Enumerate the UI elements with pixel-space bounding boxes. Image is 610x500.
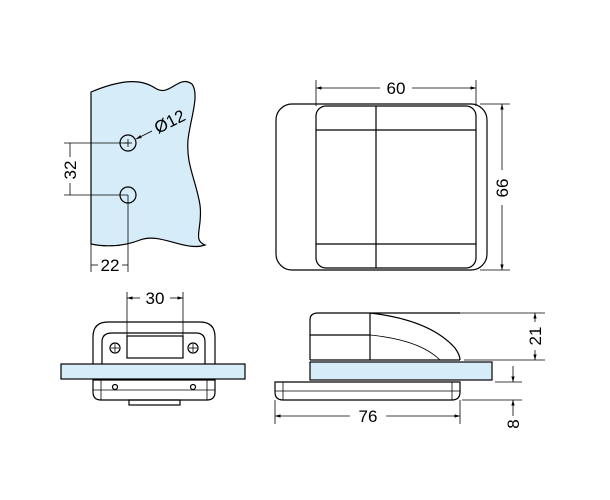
front-view: 30: [60, 289, 246, 406]
dim-base-length: 76: [359, 407, 378, 426]
top-view: 60 66: [275, 79, 512, 271]
dim-hole-spacing: 32: [61, 161, 80, 180]
glass-side: [309, 361, 493, 381]
screw-icon: [187, 342, 199, 354]
glass-front: [60, 363, 246, 380]
dim-edge-offset: 22: [101, 256, 120, 275]
dim-width: 60: [387, 79, 406, 98]
glass-hole-view: Ø12 32 22: [61, 81, 207, 275]
dim-height: 66: [493, 179, 512, 198]
glass-panel: [90, 81, 207, 248]
screw-icon: [109, 342, 121, 354]
dim-slot-width: 30: [146, 289, 165, 308]
dim-glass-thickness: 8: [504, 419, 523, 428]
dim-body-height: 21: [526, 327, 545, 346]
side-view: 76 21 8: [274, 312, 545, 429]
